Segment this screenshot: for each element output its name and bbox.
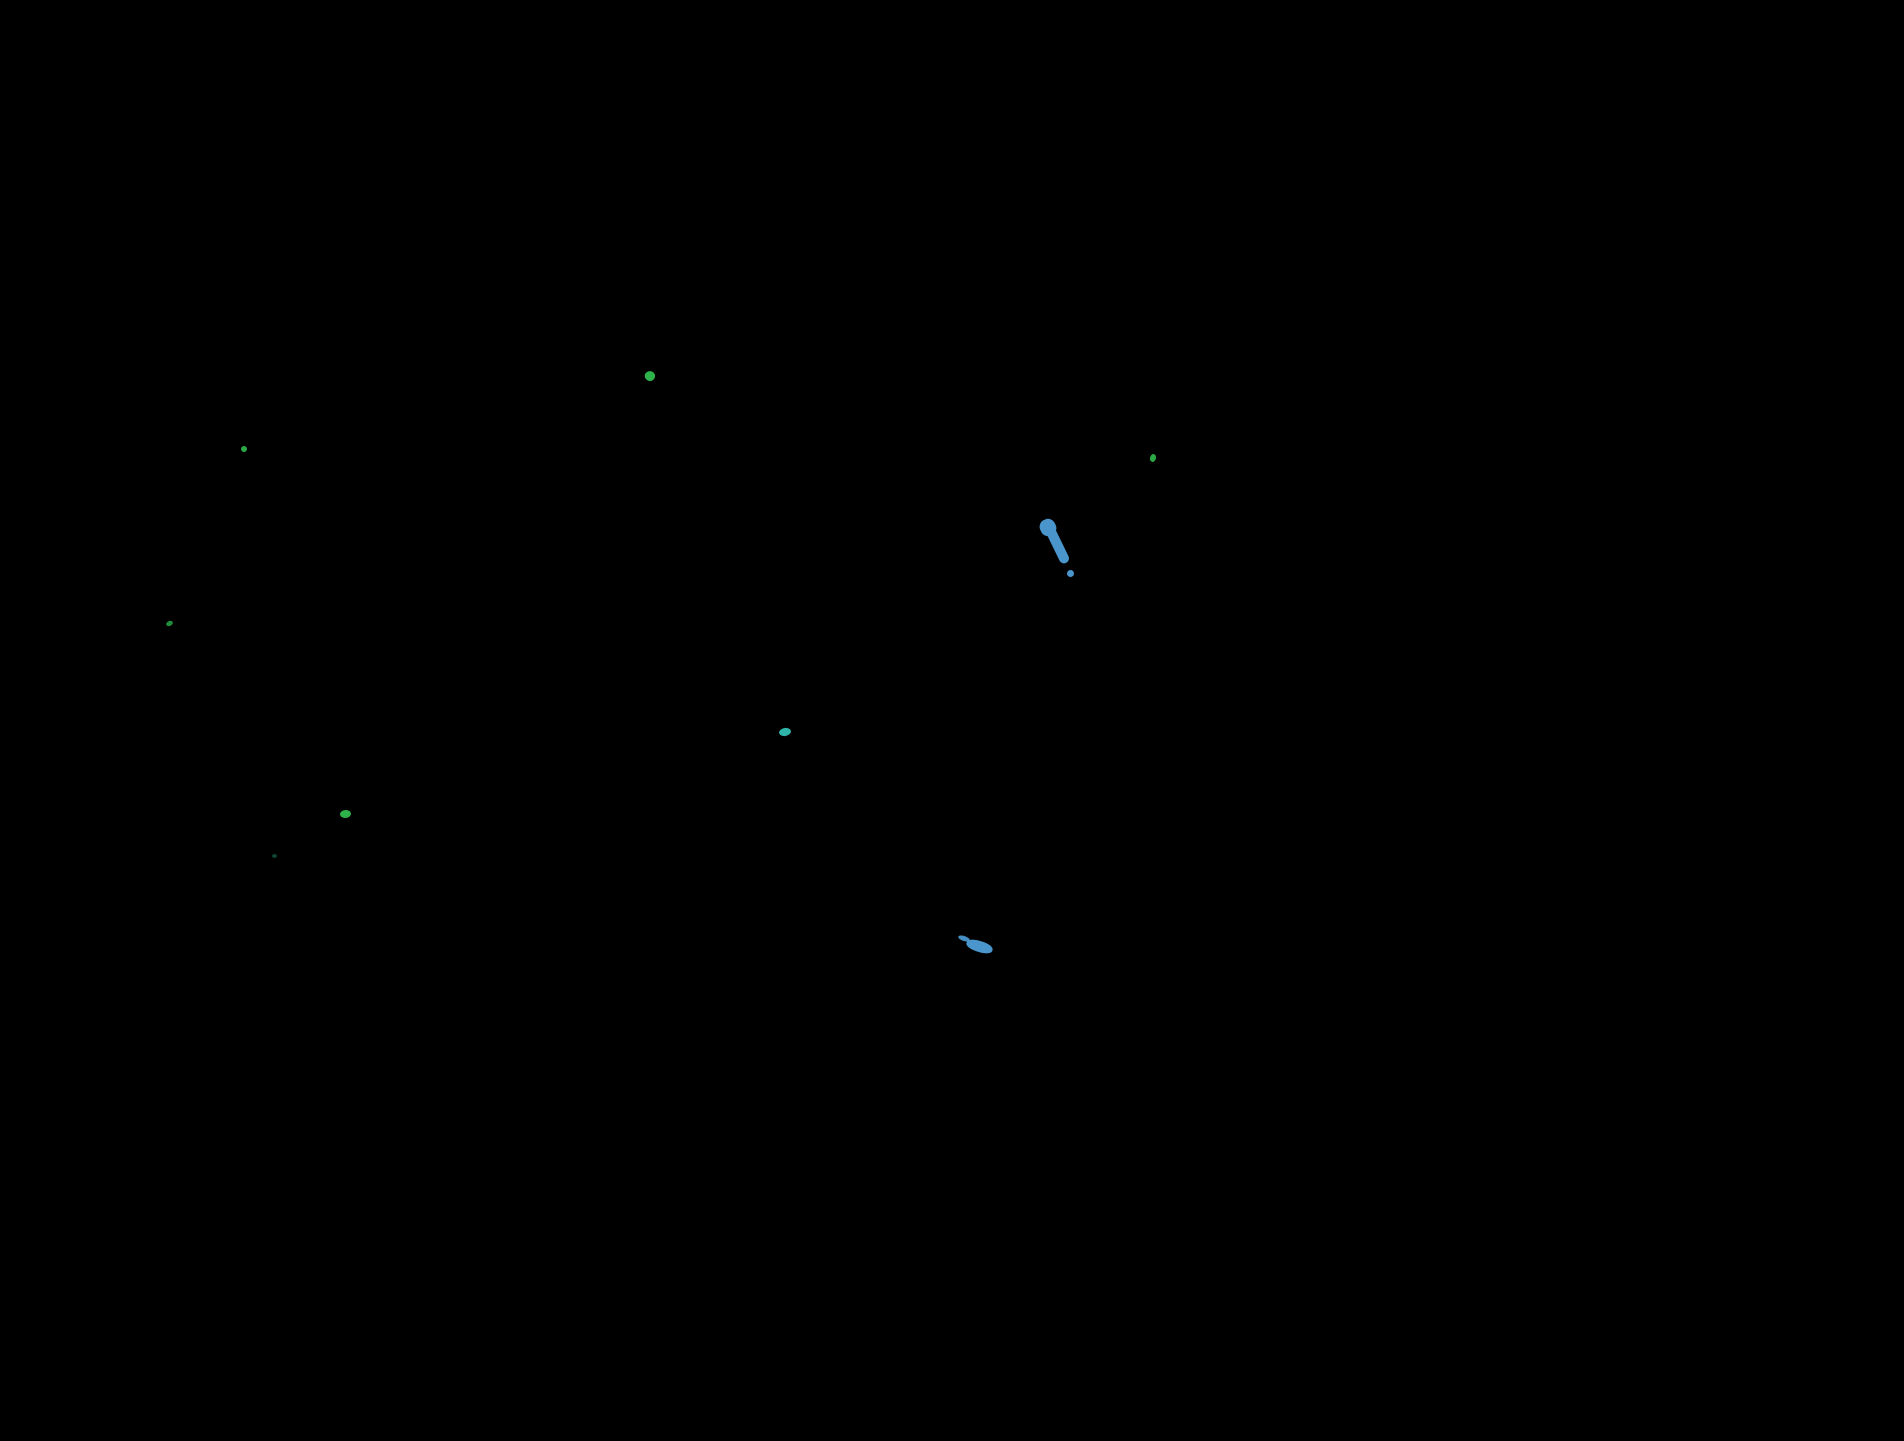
green-mark-2 [241, 446, 247, 452]
blue-stroke-head [1037, 516, 1059, 539]
teal-mark-1 [778, 727, 792, 737]
green-mark-5 [339, 809, 352, 819]
green-mark-4 [165, 619, 174, 628]
blue-dot-1 [1067, 570, 1074, 577]
blue-blob-tail [957, 934, 971, 943]
blue-stroke-body [1043, 522, 1071, 566]
green-mark-3 [1149, 453, 1157, 463]
blue-blob-body [964, 937, 995, 956]
green-mark-1 [642, 368, 658, 384]
dark-speck-1 [272, 854, 277, 858]
